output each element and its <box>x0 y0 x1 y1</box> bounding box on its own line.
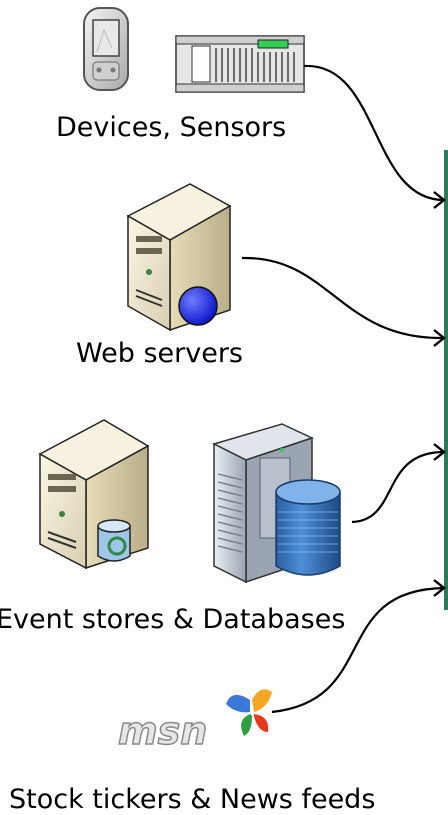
label-devices-sensors: Devices, Sensors <box>56 112 287 143</box>
web-server-icon <box>126 183 232 332</box>
plc-rack-icon <box>175 35 305 93</box>
database-cylinder-icon <box>275 479 341 576</box>
label-stock-tickers-news-feeds: Stock tickers & News feeds <box>9 784 376 815</box>
pda-icon <box>83 7 129 91</box>
connector-devices <box>303 64 445 202</box>
arrowhead-stock <box>433 579 446 597</box>
database-server-icon <box>38 419 150 570</box>
connector-events <box>351 450 445 524</box>
target-bar <box>444 150 448 610</box>
label-event-stores-databases: Event stores & Databases <box>0 604 346 635</box>
arrowhead-web <box>433 329 446 347</box>
msn-logo-text: msn <box>118 709 207 753</box>
msn-logo-icon: msn <box>117 689 272 754</box>
connector-stock <box>271 586 445 714</box>
msn-butterfly-icon <box>226 689 272 736</box>
database-mini-icon <box>97 519 131 562</box>
label-web-servers: Web servers <box>76 338 243 369</box>
globe-icon <box>178 286 218 326</box>
connector-web <box>241 256 445 340</box>
arrowhead-devices <box>433 191 446 209</box>
arrowhead-events <box>433 443 446 461</box>
